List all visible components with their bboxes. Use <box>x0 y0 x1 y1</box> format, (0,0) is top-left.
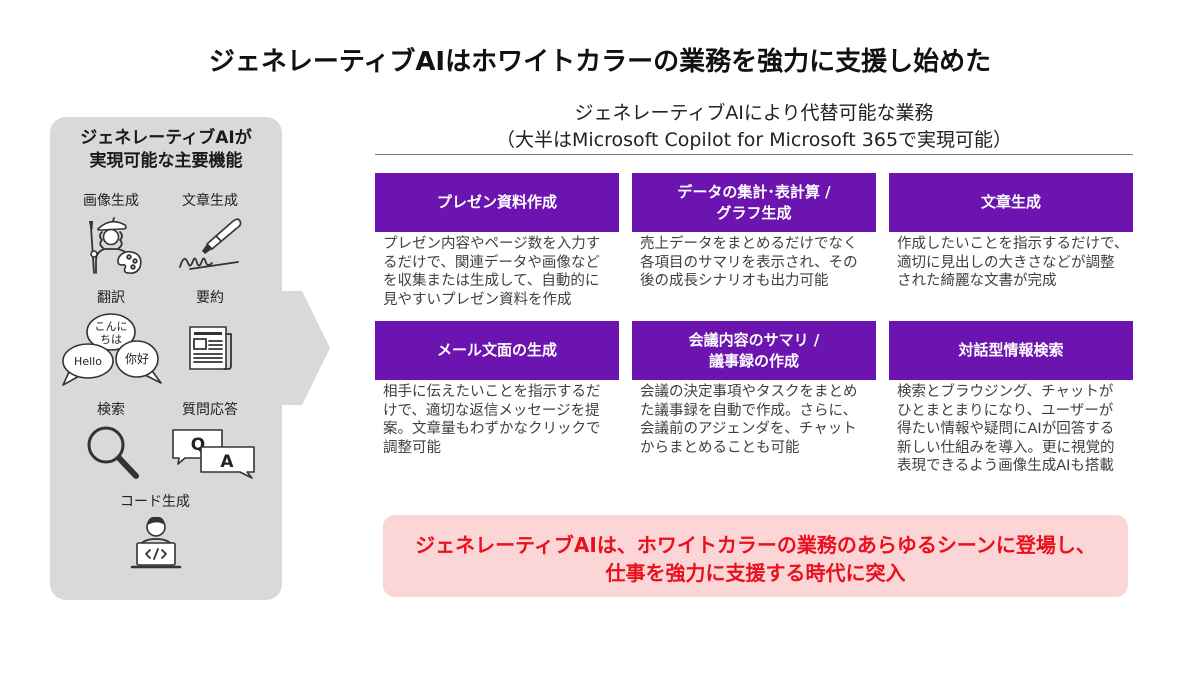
task-card-title-line: データの集計･表計算 / <box>677 182 831 201</box>
task-card-title: 対話型情報検索 <box>889 321 1133 380</box>
description-line: 検索とブラウジング、チャットが <box>897 384 1114 400</box>
tasks-subheading: （大半はMicrosoft Copilot for Microsoft 365で… <box>495 129 1013 151</box>
task-card-title-line: 対話型情報検索 <box>958 341 1064 359</box>
panel-title: ジェネレーティブAIが 実現可能な主要機能 <box>50 127 282 173</box>
task-card-description: 作成したいことを指示するだけで、 適切に見出しの大きさなどが調整 された綺麗な文… <box>889 235 1133 291</box>
task-card-title: データの集計･表計算 / グラフ生成 <box>632 173 876 232</box>
task-card-document-writing: 文章生成 作成したいことを指示するだけで、 適切に見出しの大きさなどが調整 され… <box>889 173 1133 323</box>
description-line: 得たい情報や疑問にAIが回答する <box>897 421 1115 437</box>
description-line: からまとめることも可能 <box>640 439 800 456</box>
description-line: 会議前のアジェンダを、チャット <box>640 421 857 437</box>
description-line: 後の成長シナリオも出力可能 <box>640 273 829 289</box>
translation-speech-bubbles-icon: こんに ちは Hello 你好 <box>62 313 162 386</box>
capabilities-panel: ジェネレーティブAIが 実現可能な主要機能 画像生成 文章生成 <box>50 117 282 600</box>
task-card-title-line: グラフ生成 <box>716 203 792 222</box>
description-line: た議事録を自動で作成。さらに、 <box>640 402 858 419</box>
right-arrow-icon <box>278 291 330 405</box>
conclusion-callout: ジェネレーティブAIは、ホワイトカラーの業務のあらゆるシーンに登場し、 仕事を強… <box>383 515 1128 597</box>
description-line: 作成したいことを指示するだけで、 <box>897 236 1129 252</box>
task-card-title: 会議内容のサマリ / 議事録の作成 <box>632 321 876 380</box>
description-line: ひとまとまりになり、ユーザーが <box>897 402 1114 419</box>
task-card-meeting-minutes: 会議内容のサマリ / 議事録の作成 会議の決定事項やタスクをまとめ た議事録を自… <box>632 321 876 471</box>
function-label-translation: 翻訳 <box>97 290 125 306</box>
description-line: 相手に伝えたいことを指示するだ <box>383 384 601 400</box>
bubble-japanese-line: こんに <box>95 320 128 333</box>
callout-line: ジェネレーティブAIは、ホワイトカラーの業務のあらゆるシーンに登場し、 <box>415 533 1096 557</box>
description-line: 各項目のサマリを表示され、その <box>640 254 858 271</box>
task-card-title-line: 会議内容のサマリ / <box>688 330 820 349</box>
task-card-description: プレゼン内容やページ数を入力す るだけで、関連データや画像など を収集または生成… <box>375 235 619 309</box>
task-card-title-line: プレゼン資料作成 <box>436 193 557 211</box>
bubble-japanese-line: ちは <box>100 333 122 346</box>
description-line: 適切に見出しの大きさなどが調整 <box>897 254 1115 271</box>
task-card-title: メール文面の生成 <box>375 321 619 380</box>
task-card-title-line: 文章生成 <box>980 193 1041 211</box>
description-line: るだけで、関連データや画像など <box>383 254 600 271</box>
bubble-chinese: 你好 <box>125 352 149 366</box>
function-label-text-generation: 文章生成 <box>182 193 238 209</box>
bubble-english: Hello <box>74 355 102 368</box>
function-label-summary: 要約 <box>196 290 224 306</box>
task-card-title-line: メール文面の生成 <box>436 341 557 359</box>
task-card-title-line: 議事録の作成 <box>708 351 799 370</box>
task-card-description: 会議の決定事項やタスクをまとめ た議事録を自動で作成。さらに、 会議前のアジェン… <box>632 383 876 457</box>
task-card-title: 文章生成 <box>889 173 1133 232</box>
description-line: を収集または生成して、自動的に <box>383 273 600 289</box>
description-line: けで、適切な返信メッセージを提 <box>383 402 600 419</box>
task-card-conversational-search: 対話型情報検索 検索とブラウジング、チャットが ひとまとまりになり、ユーザーが … <box>889 321 1133 474</box>
description-line: プレゼン内容やページ数を入力す <box>383 236 601 252</box>
answer-letter: A <box>220 452 234 472</box>
function-label-qa: 質問応答 <box>182 402 238 418</box>
description-line: 表現できるよう画像生成AIも搭載 <box>897 458 1114 474</box>
newspaper-icon <box>189 326 232 370</box>
magnifying-glass-icon <box>87 426 139 479</box>
heading-divider <box>375 154 1133 155</box>
person-laptop-code-icon <box>130 516 182 569</box>
qa-speech-bubbles-icon: Q A <box>172 429 255 479</box>
function-label-code-generation: コード生成 <box>120 494 190 510</box>
task-card-presentation: プレゼン資料作成 プレゼン内容やページ数を入力す るだけで、関連データや画像など… <box>375 173 619 323</box>
description-line: 会議の決定事項やタスクをまとめ <box>640 384 858 400</box>
task-card-description: 検索とブラウジング、チャットが ひとまとまりになり、ユーザーが 得たい情報や疑問… <box>889 383 1133 476</box>
task-card-data-aggregation: データの集計･表計算 / グラフ生成 売上データをまとめるだけでなく 各項目のサ… <box>632 173 876 323</box>
panel-title-line: 実現可能な主要機能 <box>89 151 243 171</box>
artist-palette-icon <box>89 217 142 274</box>
slide-title: ジェネレーティブAIはホワイトカラーの業務を強力に支援し始めた <box>208 47 992 77</box>
description-line: 売上データをまとめるだけでなく <box>640 236 858 252</box>
tasks-heading: ジェネレーティブAIにより代替可能な業務 <box>574 102 934 124</box>
description-line: 案。文章量もわずかなクリックで <box>383 421 601 437</box>
description-line: された綺麗な文書が完成 <box>897 273 1057 289</box>
panel-title-line: ジェネレーティブAIが <box>80 128 252 148</box>
function-label-search: 検索 <box>97 402 125 418</box>
description-line: 見やすいプレゼン資料を作成 <box>383 291 572 308</box>
callout-line: 仕事を強力に支援する時代に突入 <box>605 561 906 585</box>
description-line: 新しい仕組みを導入。更に視覚的 <box>897 439 1115 456</box>
fountain-pen-signature-icon <box>179 218 242 270</box>
task-card-description: 売上データをまとめるだけでなく 各項目のサマリを表示され、その 後の成長シナリオ… <box>632 235 876 291</box>
task-card-email: メール文面の生成 相手に伝えたいことを指示するだ けで、適切な返信メッセージを提… <box>375 321 619 471</box>
description-line: 調整可能 <box>383 439 441 456</box>
task-card-description: 相手に伝えたいことを指示するだ けで、適切な返信メッセージを提 案。文章量もわず… <box>375 383 619 457</box>
function-label-image-generation: 画像生成 <box>83 193 139 209</box>
task-card-title: プレゼン資料作成 <box>375 173 619 232</box>
